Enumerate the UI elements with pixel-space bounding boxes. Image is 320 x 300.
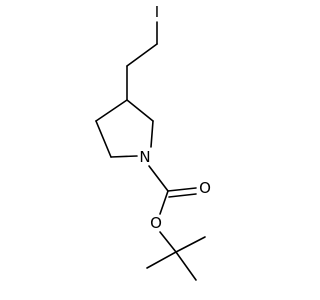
bond-ring-c5-n xyxy=(110,155,138,158)
atom-label-ester-oxygen: O xyxy=(150,214,162,232)
bond-ch2-ch2 xyxy=(126,43,158,67)
atom-label-iodine: I xyxy=(155,3,159,21)
structure-canvas: I N O O xyxy=(95,3,211,281)
atom-label-carbonyl-oxygen: O xyxy=(199,179,211,197)
bond-c-o-ester xyxy=(159,190,169,215)
bond-ring-c3-c4 xyxy=(95,99,128,122)
bond-ring-c2-c3 xyxy=(126,99,154,122)
bond-n-carbonyl xyxy=(148,165,169,192)
atom-label-nitrogen: N xyxy=(139,148,150,166)
bond-tbu-me1 xyxy=(175,236,206,253)
bond-ring-n-c2 xyxy=(150,120,154,148)
bond-tbu-me2 xyxy=(146,251,177,269)
bond-o-tbu xyxy=(159,231,177,253)
bond-ring-c4-c5 xyxy=(95,120,112,158)
molecule-structure: I N O O xyxy=(95,3,211,281)
bond-co-double-a xyxy=(167,187,197,192)
bond-co-double-b xyxy=(168,193,197,198)
bond-tbu-me3 xyxy=(175,251,197,281)
